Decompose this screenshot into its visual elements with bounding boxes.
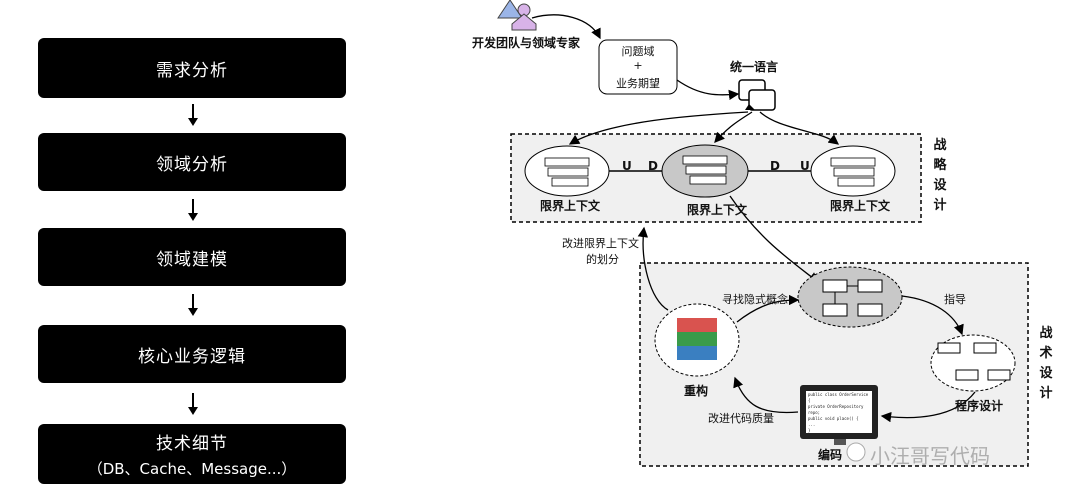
relation-u-left: U bbox=[622, 159, 632, 173]
code-line: public void place() { bbox=[808, 416, 859, 421]
step-label: 技术细节 bbox=[156, 434, 228, 454]
problem-plus: + bbox=[633, 59, 643, 72]
problem-expectation: 业务期望 bbox=[616, 77, 660, 90]
guide-label: 指导 bbox=[944, 293, 966, 306]
step-domain-modeling: 领域建模 bbox=[38, 228, 346, 286]
refactor-to-context-arrow bbox=[637, 226, 669, 311]
context-to-concept-arrow bbox=[729, 195, 820, 283]
improve-code-label: 改进代码质量 bbox=[708, 412, 774, 425]
wechat-icon bbox=[846, 442, 866, 462]
code-line: private OrderRepository repo; bbox=[808, 404, 864, 415]
chat-bubble-icon bbox=[738, 79, 776, 111]
down-arrow-icon bbox=[188, 199, 198, 221]
code-line: } bbox=[808, 428, 811, 433]
program-design-icon bbox=[937, 342, 1011, 381]
refactor-label: 重构 bbox=[684, 384, 709, 398]
problem-label: 问题域 bbox=[621, 45, 655, 58]
relation-d-left: D bbox=[648, 159, 658, 173]
step-label: 需求分析 bbox=[156, 60, 228, 81]
improve-context-line2: 的划分 bbox=[586, 253, 619, 266]
strategic-label: 战略设计 bbox=[933, 138, 947, 213]
language-to-right-arrow bbox=[759, 111, 840, 145]
down-arrow-icon bbox=[188, 393, 198, 415]
problem-box bbox=[598, 39, 678, 95]
context-right-label: 限界上下文 bbox=[830, 199, 891, 213]
team-label: 开发团队与领域专家 bbox=[472, 36, 581, 50]
coding-label: 编码 bbox=[818, 448, 843, 462]
context-center-label: 限界上下文 bbox=[687, 203, 748, 217]
implicit-concept-ellipse bbox=[797, 266, 903, 328]
team-icon bbox=[497, 0, 537, 31]
code-snippet: public class OrderService { private Orde… bbox=[808, 392, 872, 434]
coding-to-refactor-arrow bbox=[733, 376, 799, 414]
step-technical-details: 技术细节 （DB、Cache、Message...） bbox=[38, 424, 346, 484]
design-to-coding-arrow bbox=[880, 391, 976, 423]
language-to-center-arrow bbox=[714, 111, 753, 143]
language-label: 统一语言 bbox=[730, 60, 779, 74]
find-concepts-label: 寻找隐式概念 bbox=[722, 293, 788, 306]
step-label: 核心业务逻辑 bbox=[138, 346, 246, 367]
step-domain-analysis: 领域分析 bbox=[38, 133, 346, 191]
step-sublabel: （DB、Cache、Message...） bbox=[87, 460, 297, 478]
concept-to-design-arrow bbox=[901, 295, 964, 336]
step-requirements-analysis: 需求分析 bbox=[38, 38, 346, 98]
context-left-label: 限界上下文 bbox=[540, 199, 601, 213]
step-label: 领域建模 bbox=[156, 249, 228, 270]
step-core-business-logic: 核心业务逻辑 bbox=[38, 325, 346, 383]
team-to-problem-arrow bbox=[531, 14, 601, 40]
relation-d-right: D bbox=[770, 159, 780, 173]
improve-context-line1: 改进限界上下文 bbox=[562, 237, 639, 250]
tactical-label: 战术设计 bbox=[1039, 326, 1053, 401]
problem-to-language-arrow bbox=[676, 79, 740, 101]
program-design-label: 程序设计 bbox=[955, 399, 1004, 413]
down-arrow-icon bbox=[188, 294, 198, 316]
code-terminal-icon bbox=[800, 385, 878, 445]
watermark-text: 小汪哥写代码 bbox=[870, 444, 990, 468]
down-arrow-icon bbox=[188, 104, 198, 126]
relation-u-right: U bbox=[800, 159, 810, 173]
class-diagram-icon bbox=[822, 279, 883, 317]
code-line: public class OrderService { bbox=[808, 392, 869, 403]
step-label: 领域分析 bbox=[156, 154, 228, 175]
refactor-stack-icon bbox=[677, 318, 717, 360]
context-schema-icons bbox=[544, 155, 876, 187]
code-line: ... bbox=[808, 422, 816, 427]
language-to-left-arrow bbox=[568, 111, 749, 145]
refactor-to-concept-arrow bbox=[736, 294, 800, 323]
